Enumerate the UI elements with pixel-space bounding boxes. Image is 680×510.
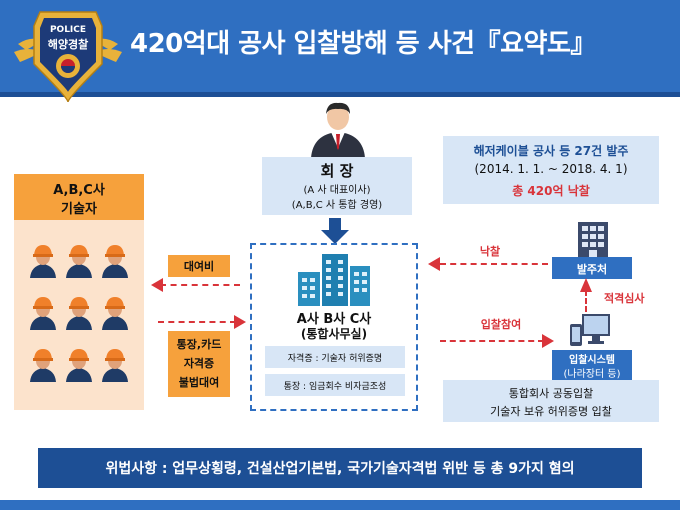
bid-system-line1: 입찰시스템: [569, 355, 615, 366]
orderer-label: 발주처: [576, 263, 608, 276]
badge-main-text: 해양경찰: [48, 37, 88, 51]
bankbook-note: 통장 : 임금회수 비자금조성: [283, 382, 387, 392]
page-title: 420억대 공사 입찰방해 등 사건『요약도』: [130, 29, 596, 59]
arrow-right-head-icon: [234, 315, 246, 329]
lend-label-box: 통장,카드 자격증 불법대여: [168, 331, 230, 397]
bid-label: 입찰참여: [480, 318, 522, 331]
arrow-left-head-icon: [151, 278, 163, 292]
award-arrow: [440, 263, 548, 265]
violation-bar: 위법사항 : 업무상횡령, 건설산업기본법, 국가기술자격법 위반 등 총 9가…: [38, 448, 642, 488]
inspect-label: 적격심사: [604, 292, 645, 305]
inspect-arrow-head-icon: [580, 278, 592, 292]
joint-bid-line1: 통합회사 공동입찰: [508, 387, 594, 400]
workers-panel: [14, 220, 144, 410]
summary-line3: 총 420억 낙찰: [512, 184, 590, 198]
workers-title-line1: A,B,C사: [53, 183, 105, 198]
lend-line2: 자격증: [183, 357, 215, 370]
workers-title-line2: 기술자: [61, 202, 97, 217]
company-box: [250, 243, 418, 411]
license-note-box: 자격증 : 기술자 허위증명: [265, 346, 405, 368]
chairman-person-icon: [311, 102, 365, 158]
workers-header: A,B,C사 기술자: [14, 174, 144, 220]
joint-bid-box: 통합회사 공동입찰 기술자 보유 허위증명 입찰: [443, 380, 659, 422]
bid-system-line2: (나라장터 등): [563, 369, 621, 380]
orderer-box: 발주처: [552, 257, 632, 279]
violation-text: 위법사항 : 업무상횡령, 건설산업기본법, 국가기술자격법 위반 등 총 9가…: [105, 461, 575, 477]
inspect-arrow: [585, 290, 587, 312]
bid-system-computer-icon: [570, 314, 610, 346]
award-label: 낙찰: [479, 245, 501, 258]
lend-line1: 통장,카드: [176, 338, 222, 351]
buildings-icon: [298, 254, 370, 306]
summary-line1: 해저케이블 공사 등 27건 발주: [473, 144, 629, 158]
joint-bid-line2: 기술자 보유 허위증명 입찰: [490, 405, 612, 418]
bid-arrow: [440, 340, 544, 342]
award-arrow-head-icon: [428, 257, 440, 271]
rental-fee-arrow: [160, 284, 240, 286]
chairman-line2: (A,B,C 사 통합 경영): [291, 200, 383, 211]
summary-box: 해저케이블 공사 등 27건 발주 (2014. 1. 1. ~ 2018. 4…: [443, 136, 659, 204]
orderer-building-icon: [578, 222, 608, 260]
lend-line3: 불법대여: [178, 376, 220, 389]
footer-bar: [0, 500, 680, 510]
summary-line2: (2014. 1. 1. ~ 2018. 4. 1): [474, 162, 628, 176]
badge-top-text: POLICE: [50, 25, 86, 35]
chairman-line1: (A 사 대표이사): [303, 185, 371, 196]
workers-group-icon: [30, 245, 128, 382]
rental-fee-label-box: 대여비: [168, 255, 230, 277]
company-name-line1: A사 B사 C사: [296, 312, 372, 327]
header-stripe: [0, 92, 680, 97]
lend-arrow: [158, 321, 236, 323]
company-name-line2: (통합사무실): [300, 327, 368, 341]
chairman-title: 회 장: [320, 162, 354, 180]
bankbook-note-box: 통장 : 임금회수 비자금조성: [265, 374, 405, 396]
coast-guard-badge-icon: POLICE 해양경찰: [14, 11, 122, 103]
down-arrow-icon: [321, 218, 349, 244]
bid-system-box: 입찰시스템 (나라장터 등): [552, 350, 632, 380]
rental-fee-label: 대여비: [183, 260, 215, 273]
chairman-box: 회 장 (A 사 대표이사) (A,B,C 사 통합 경영): [262, 157, 412, 215]
bid-arrow-head-icon: [542, 334, 554, 348]
license-note: 자격증 : 기술자 허위증명: [287, 354, 383, 364]
